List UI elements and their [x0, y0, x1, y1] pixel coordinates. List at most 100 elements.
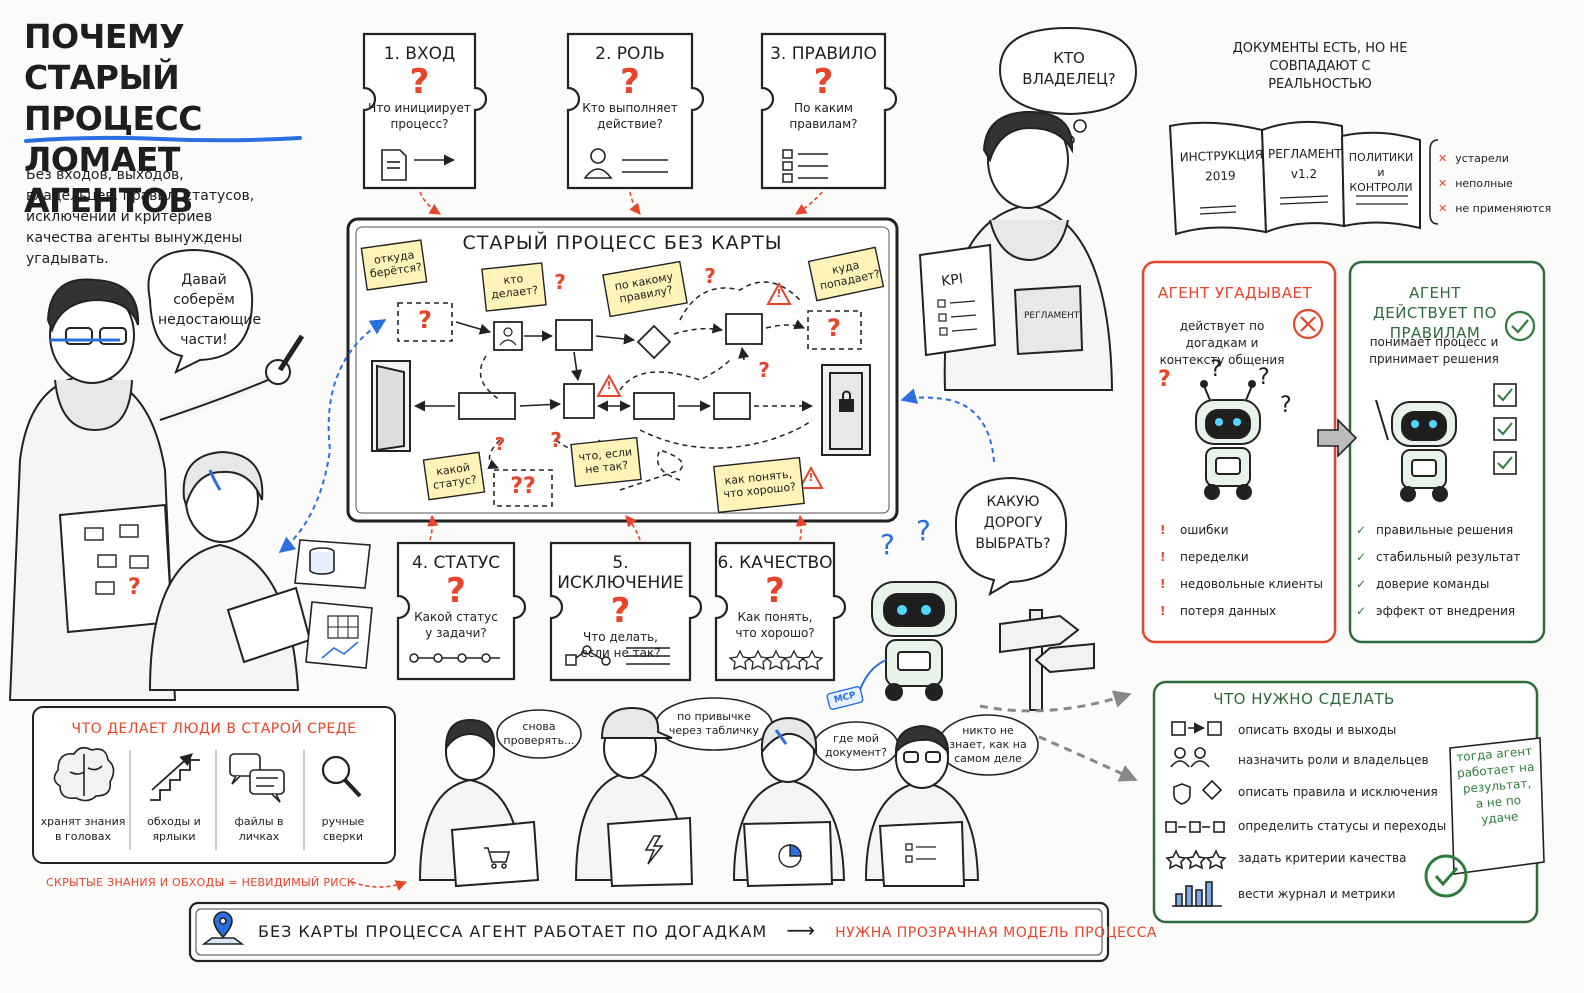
x-circle-icon: [1292, 308, 1324, 340]
rules-item-3: ✓доверие команды: [1356, 576, 1536, 592]
task-list-icon: [905, 843, 936, 863]
arrow-between-panels: [1317, 418, 1358, 458]
puzzle-quality-content: 6. КАЧЕСТВО ? Как понять, что хорошо?: [716, 553, 834, 641]
docs-issue-2-text: неполные: [1455, 177, 1513, 190]
title-line-3: ЛОМАЕТ АГЕНТОВ: [24, 140, 193, 220]
book-reglament-label: РЕГЛАМЕНТ v1.2: [1268, 147, 1342, 181]
puzzle-exception-title: 5. ИСКЛЮЧЕНИЕ: [557, 553, 684, 593]
puzzle-role-title: 2. РОЛЬ: [595, 44, 665, 64]
agent-guess-title: АГЕНТ УГАДЫВАЕТ: [1157, 284, 1313, 302]
bottom-banner-left: БЕЗ КАРТЫ ПРОЦЕССА АГЕНТ РАБОТАЕТ ПО ДОГ…: [258, 922, 768, 941]
puzzle-quality-question-mark: ?: [765, 571, 785, 611]
page-title: ПОЧЕМУ СТАРЫЙ ПРОЦЕСС ЛОМАЕТ АГЕНТОВ: [24, 16, 354, 221]
puzzle-rule-text: По каким правилам?: [789, 101, 858, 131]
note-whatif: что, если не так?: [577, 445, 633, 477]
book-policies-label: ПОЛИТИКИ и КОНТРОЛИ: [1348, 151, 1414, 194]
guess-question-mark-2: ?: [1210, 357, 1222, 382]
worker-bubble-4: никто не знает, как на самом деле: [949, 724, 1027, 765]
docs-issue-2: ✕ неполные: [1438, 177, 1568, 191]
risk-arrow: [351, 880, 408, 891]
puzzle-exception-question-mark: ?: [610, 591, 631, 631]
guess-item-4-text: потеря данных: [1180, 604, 1277, 618]
confused-robot-illustration: [859, 581, 957, 701]
todo-item-3: описать правила и исключения: [1238, 785, 1438, 799]
worker-bubble-1: снова проверять...: [503, 720, 575, 747]
status-steps-icon: [409, 653, 500, 663]
map-question-mark-1: ?: [554, 270, 566, 294]
exclamation-icon: !: [1160, 577, 1166, 591]
people-item-4: ручные сверки: [321, 815, 365, 843]
people-item-1: хранят знания в головах: [40, 815, 126, 843]
thought-dots: [1065, 119, 1087, 145]
map-question-mark-2: ?: [704, 264, 716, 288]
puzzle-status-title: 4. СТАТУС: [411, 553, 501, 573]
todo-item-5: задать критерии качества: [1238, 851, 1407, 865]
rules-checkboxes: [1493, 383, 1517, 475]
locked-door-icon: [821, 364, 871, 456]
note-status: какой статус?: [432, 460, 478, 492]
process-boxes: [458, 313, 763, 420]
kpi-checkboxes: [937, 299, 978, 336]
map-title: СТАРЫЙ ПРОЦЕСС БЕЗ КАРТЫ: [462, 232, 783, 254]
bottom-banner-arrow: ⟶: [786, 918, 816, 942]
check-icon: ✓: [1356, 523, 1367, 537]
puzzle-role-text: Кто выполняет действие?: [582, 101, 678, 131]
shopping-cart-icon: [484, 847, 511, 869]
guess-item-1-text: ошибки: [1180, 523, 1229, 537]
rules-item-4-text: эффект от внедрения: [1376, 604, 1516, 618]
todo-item-2: назначить роли и владельцев: [1238, 753, 1429, 767]
puzzle-status-question-mark: ?: [446, 571, 466, 611]
guess-item-3-text: недовольные клиенты: [1180, 577, 1323, 591]
lead-bubble-text: Давай соберём недостающие части!: [158, 272, 262, 348]
puzzle-exception-content: 5. ИСКЛЮЧЕНИЕ ? Что делать, если не так?: [551, 553, 690, 661]
puzzle-role-content: 2. РОЛЬ ? Кто выполняет действие?: [568, 44, 692, 132]
entry-door-icon: [371, 360, 411, 452]
owner-person-illustration: [918, 110, 1114, 391]
owner-bubble-text: КТО ВЛАДЕЛЕЦ?: [1022, 49, 1116, 88]
warning-mark-2: !: [606, 379, 612, 392]
guess-item-3: ! недовольные клиенты: [1160, 576, 1330, 592]
guess-question-mark-3: ?: [1258, 365, 1270, 390]
exclamation-icon: !: [1160, 523, 1166, 537]
people-item-2: обходы и ярлыки: [147, 815, 201, 843]
guess-item-4: ! потеря данных: [1160, 603, 1330, 619]
exclamation-icon: !: [1160, 550, 1166, 564]
magnifier-icon: [321, 755, 362, 798]
puzzle-status-text: Какой статус у задачи?: [414, 610, 498, 640]
people-item-3: файлы в личках: [234, 815, 284, 843]
worker-bubble-3: где мой документ?: [825, 732, 887, 759]
map-question-source: ?: [418, 306, 432, 334]
puzzle-rule-content: 3. ПРАВИЛО ? По каким правилам?: [762, 44, 885, 132]
bottom-banner-right: НУЖНА ПРОЗРАЧНАЯ МОДЕЛЬ ПРОЦЕССА: [835, 925, 1157, 941]
docs-issue-1-text: устарели: [1455, 152, 1509, 165]
note-target: куда попадает?: [818, 258, 882, 293]
title-line-1: ПОЧЕМУ: [24, 17, 185, 56]
rules-item-1: ✓правильные решения: [1356, 522, 1536, 538]
brain-icon: [53, 746, 115, 802]
puzzle-rule-question-mark: ?: [813, 62, 834, 102]
map-question-mark-5: ?: [494, 434, 506, 455]
check-icon: ✓: [1356, 550, 1367, 564]
map-question-target: ?: [827, 314, 841, 342]
map-question-status: ??: [510, 474, 536, 499]
reglament-folder-label: РЕГЛАМЕНТ: [1024, 311, 1080, 321]
rules-item-2: ✓стабильный результат: [1356, 549, 1536, 565]
title-line-2: СТАРЫЙ ПРОЦЕСС: [24, 58, 202, 138]
spreadsheet-chart-icon: [305, 601, 373, 669]
issue-x-icon: ✕: [1438, 152, 1448, 165]
book-instruction-label: ИНСТРУКЦИЯ 2019: [1179, 147, 1264, 184]
guess-item-1: ! ошибки: [1160, 522, 1330, 538]
whiteboard-icon: [58, 503, 174, 634]
people-panel-title: ЧТО ДЕЛАЕТ ЛЮДИ В СТАРОЙ СРЕДЕ: [71, 721, 357, 737]
pie-chart-icon: [778, 844, 802, 868]
kpi-label: KPI: [940, 271, 964, 290]
todo-icons: [1165, 721, 1227, 907]
lead-person-illustration: [8, 278, 305, 701]
issue-x-icon: ✕: [1438, 177, 1448, 190]
person-in-box-icon: [499, 327, 517, 346]
guess-question-mark-1: ?: [1158, 367, 1171, 392]
user-icon: [583, 148, 668, 179]
rules-robot-illustration: [1375, 399, 1457, 502]
agent-rules-list: ✓правильные решения ✓стабильный результа…: [1356, 522, 1536, 619]
exclamation-icon: !: [1160, 604, 1166, 618]
